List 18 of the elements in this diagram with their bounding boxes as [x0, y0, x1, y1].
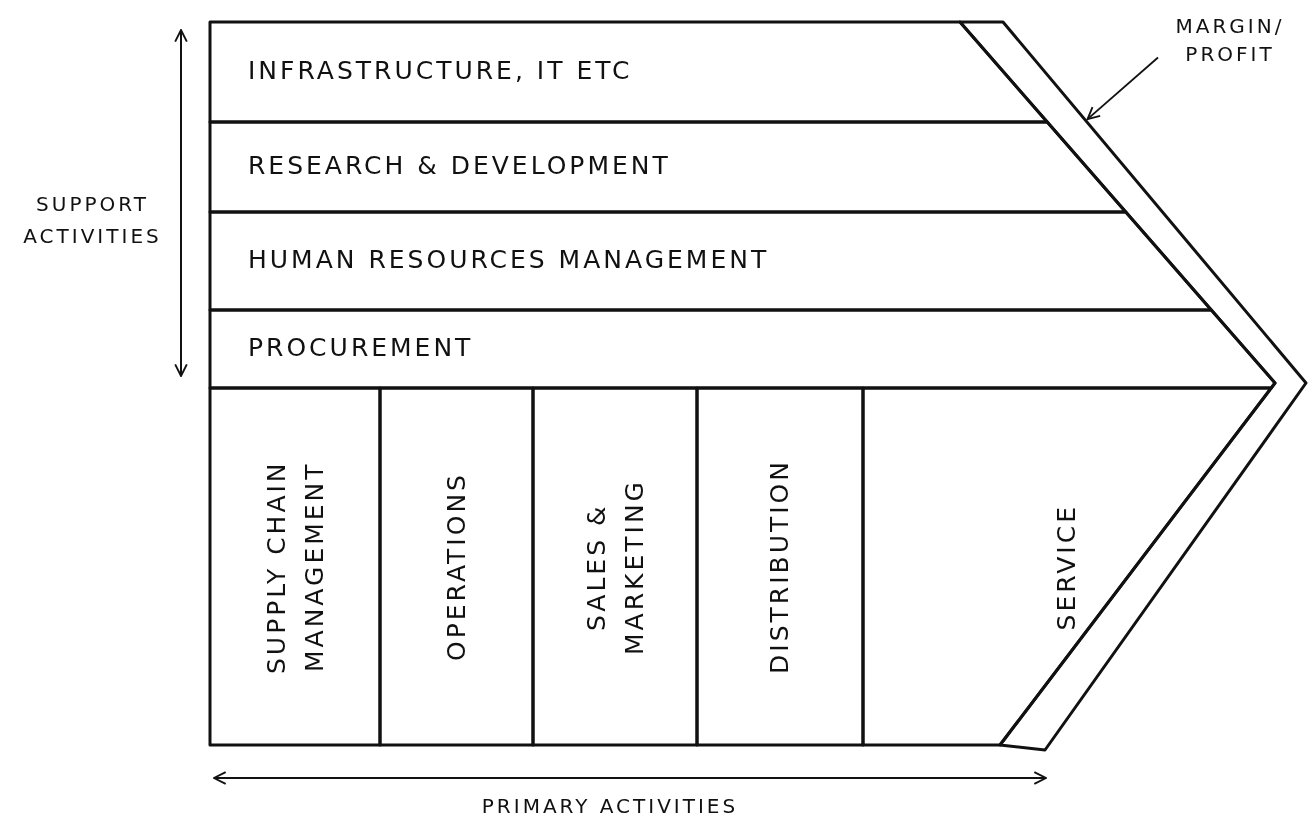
activity-label: PROCUREMENT — [248, 333, 474, 362]
primary-activity-column — [380, 388, 533, 745]
activity-label: DISTRIBUTION — [764, 459, 795, 674]
leader-line — [1086, 56, 1159, 121]
primary-activity-column — [697, 388, 863, 745]
activity-label: OPERATIONS — [440, 472, 472, 661]
primary-activity-column — [863, 388, 1272, 745]
primary-activity-column — [210, 388, 380, 745]
activity-label: SALES & MARKETING — [580, 477, 649, 657]
activity-label: RESEARCH & DEVELOPMENT — [248, 151, 671, 180]
axis-label: SUPPORT ACTIVITIES — [22, 191, 163, 250]
activity-label: SERVICE — [1051, 503, 1083, 630]
margin-label: MARGIN/ PROFIT — [1174, 13, 1286, 68]
activity-label: SUPPLY CHAIN MANAGEMENT — [260, 458, 329, 676]
activity-label: HUMAN RESOURCES MANAGEMENT — [248, 245, 770, 274]
primary-activity-column — [533, 388, 697, 745]
axis-label: PRIMARY ACTIVITIES — [480, 793, 740, 820]
activity-label: INFRASTRUCTURE, IT ETC — [248, 56, 633, 85]
